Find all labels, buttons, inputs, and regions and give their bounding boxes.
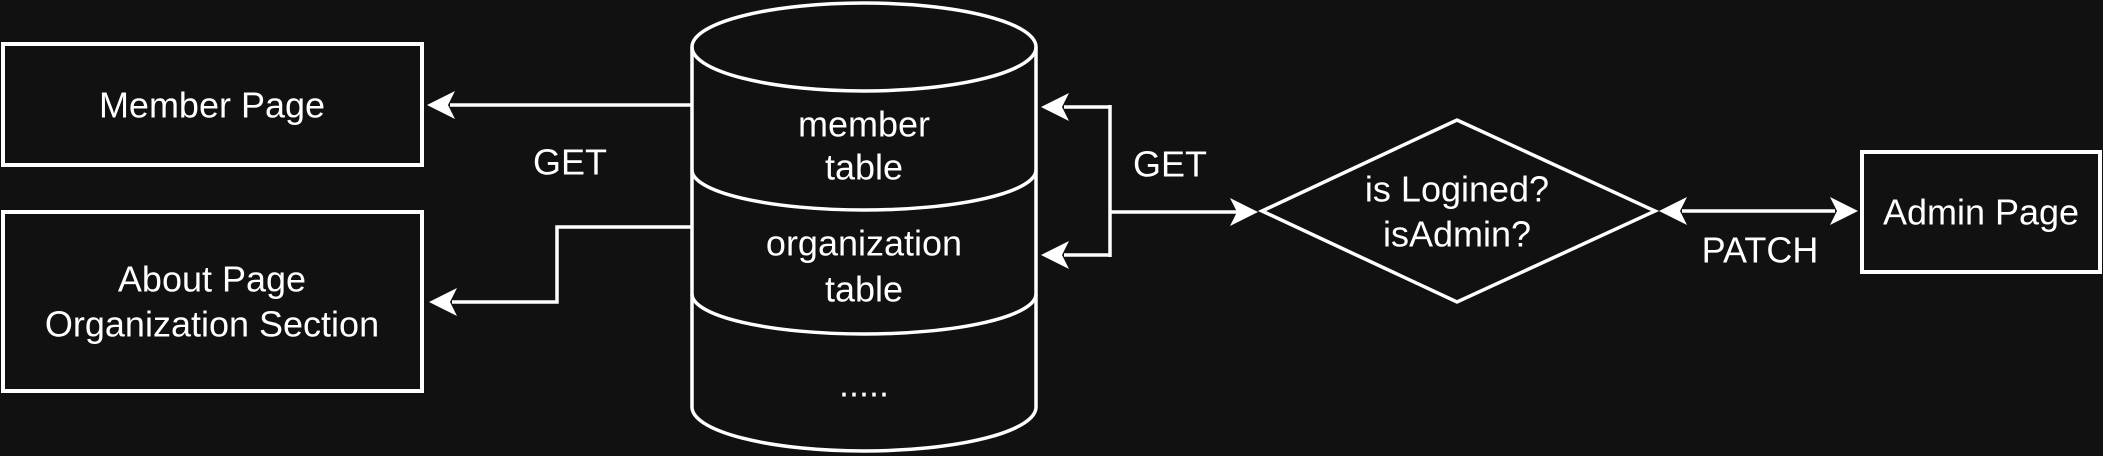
decision-diamond: [1257, 118, 1660, 304]
db-section2-label-line2: table: [825, 269, 903, 310]
arrowhead-db-top: [1041, 93, 1069, 121]
member-page-node: [1, 42, 424, 167]
edge-label-patch: PATCH: [1702, 230, 1819, 271]
database-node: member table organization table .....: [690, 1, 1038, 453]
database-divider-2: [690, 293, 1038, 336]
member-page-label: Member Page: [99, 85, 325, 126]
edge-label-get-left: GET: [533, 142, 607, 183]
edge-label-get-right: GET: [1133, 144, 1207, 185]
arrowhead-decision-left: [1230, 198, 1258, 226]
database-body: [690, 47, 1038, 453]
db-section3-label: .....: [839, 364, 889, 405]
about-page-label-line1: About Page: [118, 259, 306, 300]
arrowhead-about: [429, 288, 457, 316]
database-divider-1: [690, 169, 1038, 212]
decision-label-line2: isAdmin?: [1383, 214, 1531, 255]
arrowhead-decision-right: [1659, 197, 1687, 225]
about-page-node: [1, 210, 424, 393]
admin-page-node: [1860, 150, 2102, 274]
arrowhead-admin: [1830, 197, 1858, 225]
database-top-ellipse: [690, 1, 1038, 93]
edge-db-to-about: [452, 225, 692, 304]
db-section1-label-line1: member: [798, 104, 930, 145]
about-page-label-line2: Organization Section: [45, 304, 379, 345]
arrowhead-db-bottom: [1041, 241, 1069, 269]
db-section1-label-line2: table: [825, 147, 903, 188]
admin-page-label: Admin Page: [1883, 192, 2079, 233]
arrowhead-member: [427, 91, 455, 119]
decision-label-line1: is Logined?: [1365, 169, 1549, 210]
db-section2-label-line1: organization: [766, 223, 962, 264]
